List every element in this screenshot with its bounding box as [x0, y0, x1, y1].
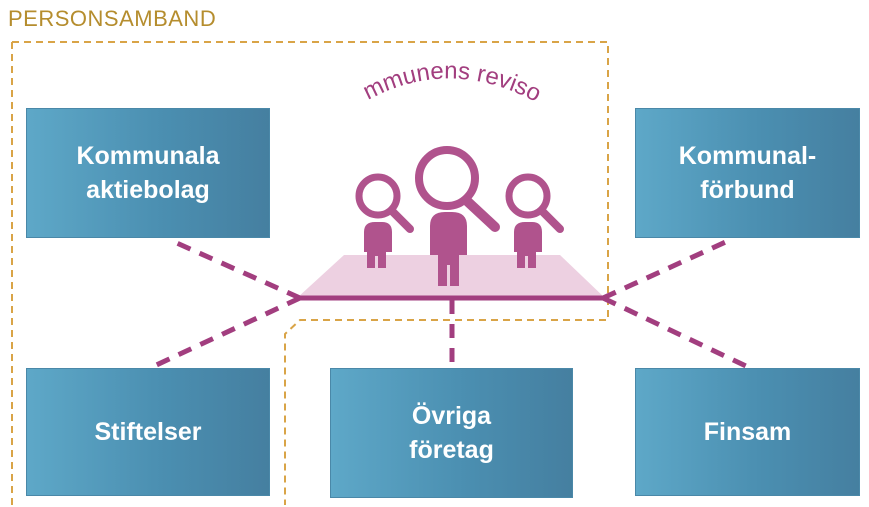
center-label: Kommunens revisorer	[0, 0, 546, 107]
connector-kommunalforbund	[601, 237, 732, 301]
box-label-line: Finsam	[703, 417, 792, 446]
group-border	[11, 41, 609, 505]
box-label-line: Kommunala	[76, 141, 220, 170]
magnifier-person-icon	[415, 146, 500, 286]
group-label: PERSONSAMBAND	[8, 6, 217, 31]
box-label-line: Stiftelser	[94, 417, 202, 446]
box-label-line: företag	[409, 436, 494, 464]
connector-stiftelser	[148, 295, 302, 371]
box-label-line: Kommunal-	[678, 141, 817, 170]
connector-aktiebolag	[168, 237, 302, 301]
magnifier-person-icon	[355, 173, 414, 268]
box-kommunala-aktiebolag: Kommunala aktiebolag	[26, 108, 270, 238]
connector-finsam	[601, 295, 752, 371]
box-kommunalforbund: Kommunal- förbund	[635, 108, 860, 238]
box-label-line: aktiebolag	[86, 176, 210, 204]
box-finsam: Finsam	[635, 368, 860, 496]
box-ovriga-foretag: Övriga företag	[330, 368, 573, 498]
box-stiftelser: Stiftelser	[26, 368, 270, 496]
box-label-line: Övriga	[411, 401, 492, 430]
magnifier-person-icon	[505, 173, 564, 268]
connectors	[148, 237, 752, 371]
box-label-line: förbund	[700, 176, 795, 204]
